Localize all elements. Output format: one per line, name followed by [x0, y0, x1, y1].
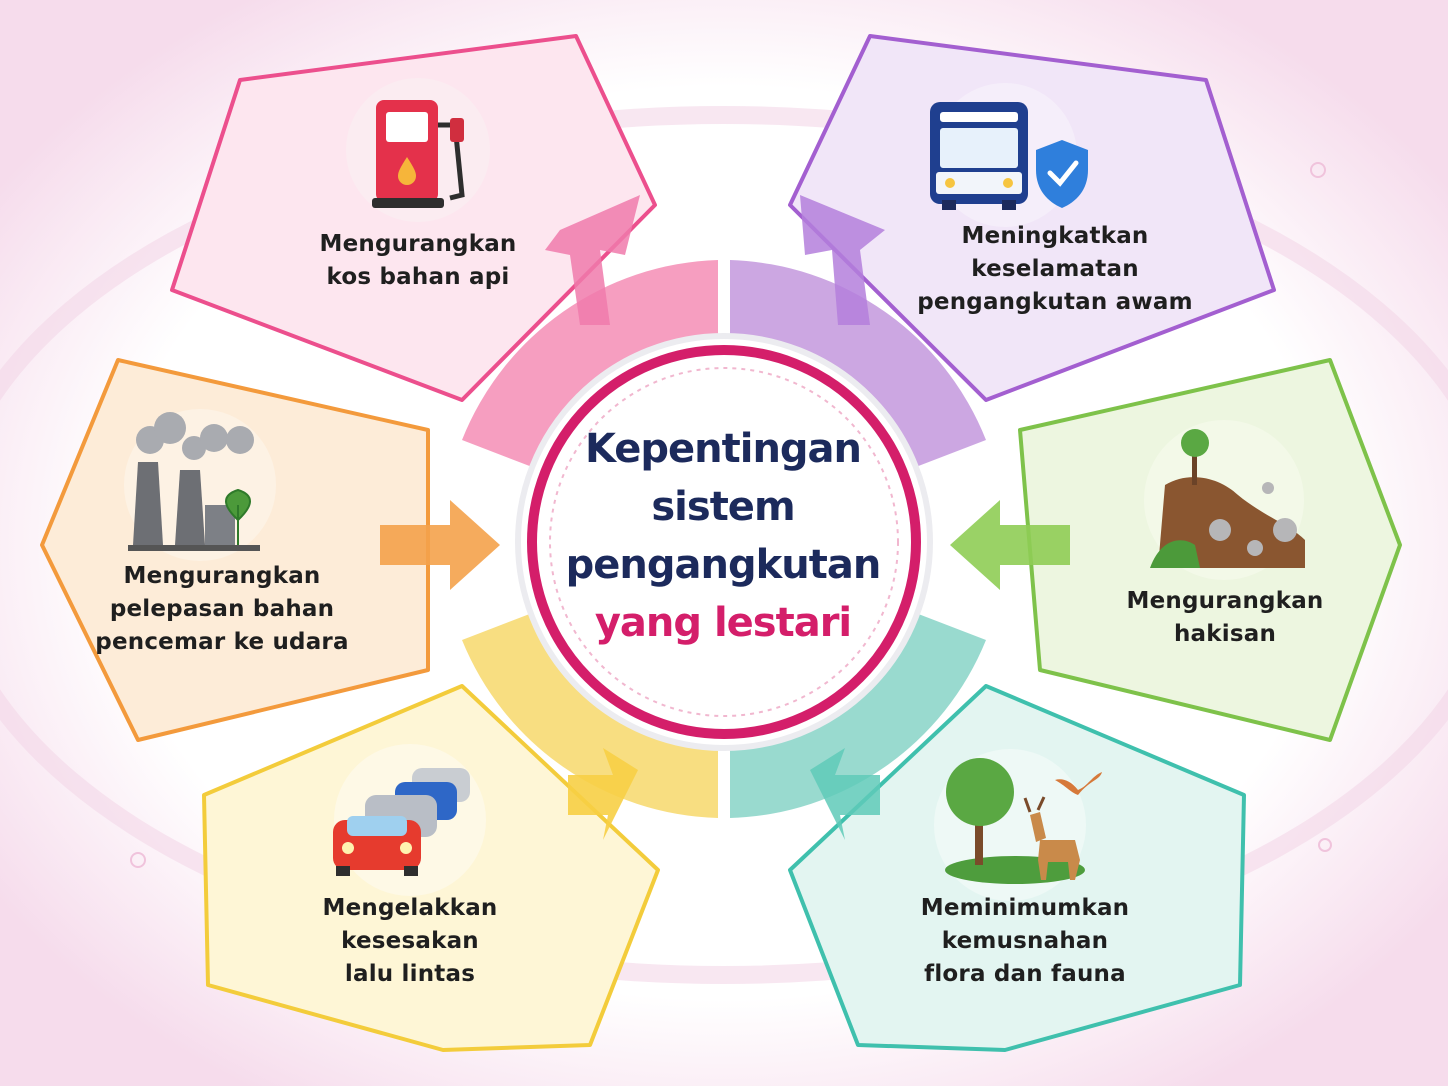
- title-line-4: yang lestari: [594, 600, 852, 646]
- label-erosion-line-2: hakisan: [1173, 621, 1277, 647]
- label-biodiversity-line-3: flora dan fauna: [924, 961, 1126, 987]
- deer-bird-tree-icon: [945, 758, 1102, 884]
- label-biodiversity: Meminimumkan kemusnahan flora dan fauna: [905, 892, 1145, 991]
- label-pollution-line-1: Mengurangkan: [123, 563, 321, 589]
- card-fuel: [170, 34, 657, 402]
- cars-queue-icon: [333, 768, 470, 876]
- label-pollution-line-3: pencemar ke udara: [95, 629, 349, 655]
- label-safety: Meningkatkan keselamatan pengangkutan aw…: [905, 220, 1205, 319]
- bus-shield-icon: [930, 102, 1088, 210]
- arrow-traffic: [568, 748, 638, 840]
- title-line-3: pengangkutan: [565, 542, 882, 588]
- label-fuel-line-2: kos bahan api: [326, 264, 510, 290]
- arrow-fuel: [545, 195, 640, 325]
- ring-segment-teal: [730, 610, 986, 818]
- card-traffic: [202, 684, 660, 1052]
- ring-segment-yellow: [462, 610, 718, 818]
- label-biodiversity-line-2: kemusnahan: [941, 928, 1109, 954]
- center-hub: [515, 333, 933, 751]
- label-traffic: Mengelakkan kesesakan lalu lintas: [300, 892, 520, 991]
- label-traffic-line-1: Mengelakkan: [322, 895, 498, 921]
- ring-segment-pink: [462, 260, 718, 470]
- label-biodiversity-line-1: Meminimumkan: [920, 895, 1130, 921]
- label-pollution: Mengurangkan pelepasan bahan pencemar ke…: [92, 560, 352, 659]
- arrow-biodiversity: [810, 748, 880, 840]
- landslide-icon: [1150, 429, 1305, 568]
- card-erosion: [950, 358, 1402, 742]
- label-traffic-line-3: lalu lintas: [344, 961, 476, 987]
- label-pollution-line-2: pelepasan bahan: [109, 596, 335, 622]
- fuel-pump-icon: [372, 100, 465, 208]
- label-traffic-line-2: kesesakan: [341, 928, 479, 954]
- arrow-erosion: [950, 500, 1070, 590]
- card-biodiversity: [788, 684, 1246, 1052]
- factory-smoke-icon: [128, 412, 260, 551]
- label-erosion-line-1: Mengurangkan: [1126, 588, 1324, 614]
- title-line-1: Kepentingan: [584, 426, 862, 472]
- card-pollution: [40, 358, 500, 742]
- card-safety: [788, 34, 1276, 402]
- arrow-pollution: [380, 500, 500, 590]
- title-line-2: sistem: [651, 484, 795, 530]
- label-safety-line-1: Meningkatkan: [961, 223, 1149, 249]
- ring-segment-purple: [730, 260, 986, 470]
- label-safety-line-2: keselamatan: [971, 256, 1139, 282]
- label-safety-line-3: pengangkutan awam: [917, 289, 1193, 315]
- center-title: Kepentingan sistem pengangkutan yang les…: [548, 420, 898, 652]
- outer-ring: [462, 260, 986, 818]
- label-fuel-line-1: Mengurangkan: [319, 231, 517, 257]
- label-fuel: Mengurangkan kos bahan api: [288, 228, 548, 294]
- label-erosion: Mengurangkan hakisan: [1110, 585, 1340, 651]
- arrow-safety: [800, 195, 885, 325]
